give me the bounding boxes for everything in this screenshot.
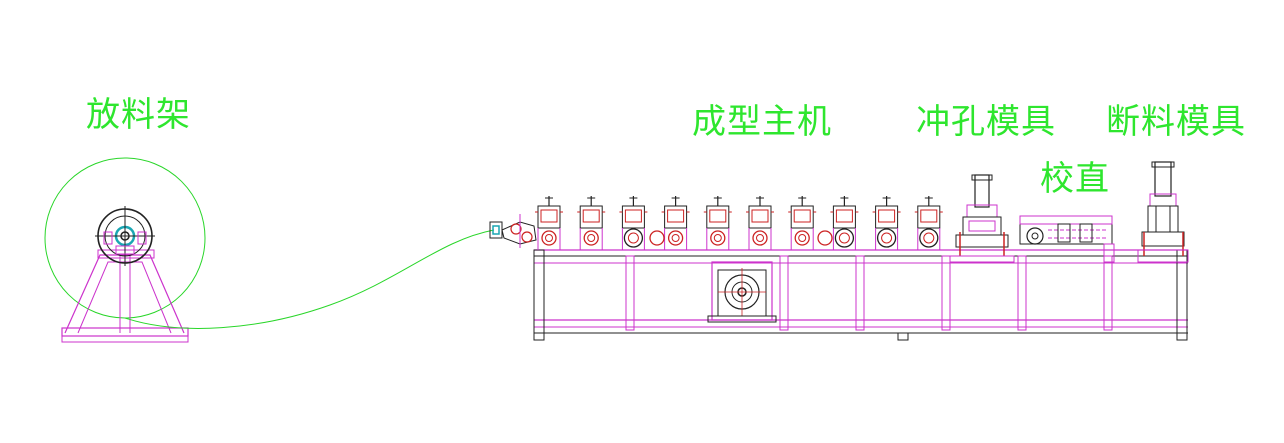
cutter-support	[1137, 249, 1189, 263]
station-upper-roller	[835, 209, 853, 223]
frame-leg	[625, 255, 635, 331]
station-lower-roller	[623, 228, 644, 248]
frame-left-end	[533, 249, 545, 341]
label-forming-machine: 成型主机	[692, 102, 832, 142]
unwinder-base-foot	[61, 335, 189, 343]
label-punching-die: 冲孔模具	[916, 102, 1056, 142]
frame-leg	[1017, 255, 1027, 331]
station-lower-roller	[794, 230, 810, 246]
station-upper-roller	[540, 209, 558, 223]
punch-cylinder-cap	[971, 174, 993, 181]
station-housing	[537, 205, 561, 229]
leveler-roller-core	[1031, 232, 1039, 240]
unwinder	[44, 157, 206, 343]
station-lower-roller-core	[756, 234, 764, 242]
station-lower-roller-core	[881, 232, 893, 244]
forming-station	[619, 196, 648, 250]
label-leveler: 校直	[1040, 159, 1110, 199]
drive-base	[707, 315, 777, 323]
leveler-block	[1057, 223, 1071, 243]
cutter-cylinder-cap	[1151, 161, 1175, 168]
station-upper-roller	[920, 209, 938, 223]
station-upper-roller	[667, 209, 685, 223]
hub-bracket	[103, 231, 113, 245]
station-housing	[579, 205, 603, 229]
forming-station	[788, 196, 817, 250]
station-lower-roller-core	[545, 234, 553, 242]
punch-body-inner	[968, 220, 996, 232]
station-lower-roller-core	[798, 234, 807, 242]
station-lower-roller	[834, 228, 855, 248]
forming-station	[872, 196, 901, 250]
forming-station	[914, 196, 943, 250]
station-lower-roller	[752, 230, 768, 246]
hub-bracket	[115, 245, 135, 255]
station-lower-roller	[876, 228, 897, 248]
station-housing	[917, 205, 941, 229]
leveler-block	[1079, 223, 1093, 243]
cutting-die	[1137, 161, 1189, 263]
cutter-body	[1147, 205, 1179, 233]
hub-bracket	[137, 231, 147, 245]
station-lower-roller	[583, 230, 599, 246]
station-upper-roller	[793, 209, 811, 223]
station-housing	[832, 205, 856, 229]
leveler-pad	[1103, 243, 1115, 263]
station-upper-roller	[624, 209, 642, 223]
forming-machine	[489, 196, 1188, 341]
frame-leg	[941, 255, 951, 331]
cutter-base	[1141, 231, 1185, 247]
station-housing	[706, 205, 730, 229]
infeed-roller	[521, 231, 533, 243]
punch-support	[949, 255, 1015, 263]
frame-floor-pad	[897, 332, 909, 341]
forming-station	[830, 196, 859, 250]
forming-station	[535, 196, 563, 250]
frame-leg	[1103, 255, 1113, 331]
unwinder-top-plate	[97, 249, 155, 259]
infeed-roller	[510, 223, 522, 235]
idler-roller	[649, 230, 665, 246]
station-housing	[875, 205, 899, 229]
station-upper-roller	[751, 209, 769, 223]
punching-die	[949, 174, 1015, 263]
infeed-guide-inner	[492, 225, 500, 235]
station-upper-roller	[582, 209, 600, 223]
station-lower-roller-core	[627, 232, 639, 244]
steel-strip	[124, 229, 495, 329]
station-upper-roller	[709, 209, 727, 223]
frame-leg	[855, 255, 865, 331]
drive-housing	[711, 261, 773, 321]
station-housing	[790, 205, 814, 229]
leveler-top	[1019, 215, 1113, 225]
station-housing	[748, 205, 772, 229]
station-lower-roller-core	[671, 234, 680, 242]
station-lower-roller	[667, 230, 684, 246]
forming-station	[661, 196, 690, 250]
station-upper-roller	[878, 209, 896, 223]
station-lower-roller-core	[587, 234, 596, 242]
station-housing	[664, 205, 688, 229]
station-lower-roller-core	[923, 232, 935, 244]
idler-roller	[817, 230, 833, 246]
leveler	[1019, 215, 1115, 263]
punch-base	[955, 234, 1009, 248]
frame-leg	[779, 255, 789, 331]
forming-station	[703, 196, 732, 250]
forming-station	[746, 196, 774, 250]
station-housing	[621, 205, 645, 229]
leveler-roller	[1026, 227, 1044, 245]
station-lower-roller-core	[713, 234, 722, 242]
station-lower-roller	[710, 230, 726, 246]
station-lower-roller	[919, 228, 939, 248]
forming-station	[577, 196, 606, 250]
label-cutting-die: 断料模具	[1106, 102, 1246, 142]
station-lower-roller	[541, 230, 557, 246]
label-unwinder: 放料架	[86, 95, 191, 135]
station-lower-roller-core	[838, 232, 850, 244]
